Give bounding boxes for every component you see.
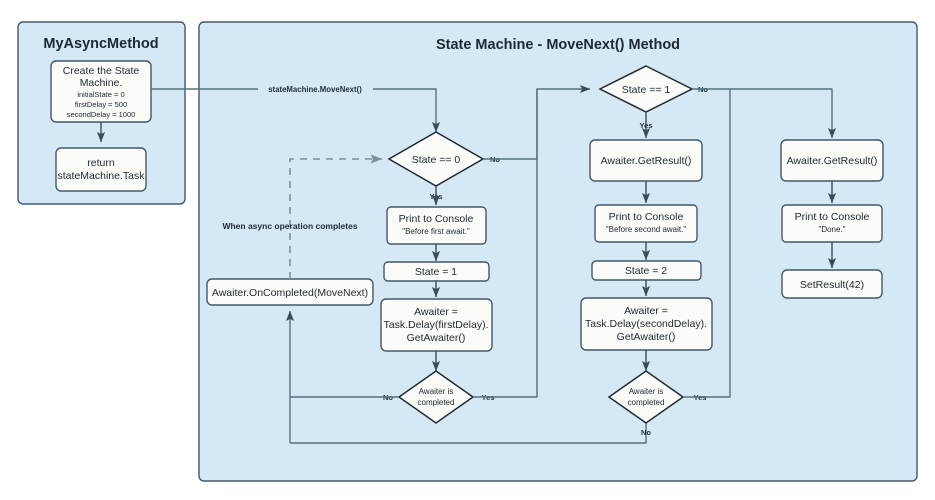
edge-oncompleted-dashed (289, 154, 383, 279)
awaiter2-done-line1: Awaiter is (629, 387, 664, 396)
print3-line1: Print to Console (795, 211, 870, 223)
state0-decision-label: State == 0 (412, 154, 461, 166)
edge-awaiter1-yes (473, 89, 538, 398)
create-sm-detail2: firstDelay = 500 (75, 100, 127, 109)
node-return-task[interactable] (55, 147, 147, 192)
awaiter1-line3: GetAwaiter() (407, 332, 466, 344)
print1-line1: Print to Console (399, 213, 474, 225)
return-task-line2: stateMachine.Task (58, 170, 146, 182)
create-sm-line1: Create the State (63, 65, 140, 77)
set-state2-label: State = 2 (625, 265, 667, 277)
print2-line2: "Before second await." (606, 225, 687, 234)
create-sm-line2: Machine. (80, 77, 123, 89)
decision-awaiter2-completed[interactable] (607, 370, 685, 424)
awaiter2-done-line2: completed (628, 398, 665, 407)
awaiter2-line1: Awaiter = (624, 305, 668, 317)
print1-line2: "Before first await." (402, 227, 470, 236)
return-task-line1: return (87, 157, 115, 169)
edge-label-bg-movenext (258, 84, 373, 95)
awaiter1-line1: Awaiter = (414, 306, 458, 318)
on-completed-label: Awaiter.OnCompleted(MoveNext) (212, 287, 368, 299)
async-complete-note: When async operation completes (222, 221, 357, 231)
awaiter2-line2: Task.Delay(secondDelay). (585, 318, 707, 330)
get-result-right-label: Awaiter.GetResult() (787, 155, 878, 167)
edge-movenext (151, 88, 441, 133)
node-set-result[interactable] (781, 269, 883, 299)
edge-label-movenext: stateMachine.MoveNext() (268, 85, 362, 94)
set-state1-label: State = 1 (415, 266, 457, 278)
get-result-mid-label: Awaiter.GetResult() (601, 155, 692, 167)
left-panel-title: MyAsyncMethod (43, 36, 158, 52)
right-panel-container (198, 21, 918, 482)
set-result-label: SetResult(42) (800, 279, 864, 291)
decision-awaiter1-completed[interactable] (397, 370, 475, 424)
edge-awaiter2-no-return (290, 423, 647, 444)
create-sm-detail3: secondDelay = 1000 (67, 110, 136, 119)
create-sm-detail1: initialState = 0 (77, 90, 124, 99)
awaiter1-done-line2: completed (418, 398, 455, 407)
print2-line1: Print to Console (609, 211, 684, 223)
awaiter1-done-line1: Awaiter is (419, 387, 454, 396)
right-panel-title: State Machine - MoveNext() Method (436, 37, 680, 53)
edge-awaiter2-yes (683, 89, 731, 398)
edge-label-awaiter2-no: No (641, 428, 651, 437)
print3-line2: "Done." (818, 225, 845, 234)
awaiter2-line3: GetAwaiter() (617, 331, 676, 343)
state1-decision-label: State == 1 (622, 84, 671, 96)
edge-state1-no (692, 88, 837, 139)
awaiter1-line2: Task.Delay(firstDelay). (383, 319, 488, 331)
